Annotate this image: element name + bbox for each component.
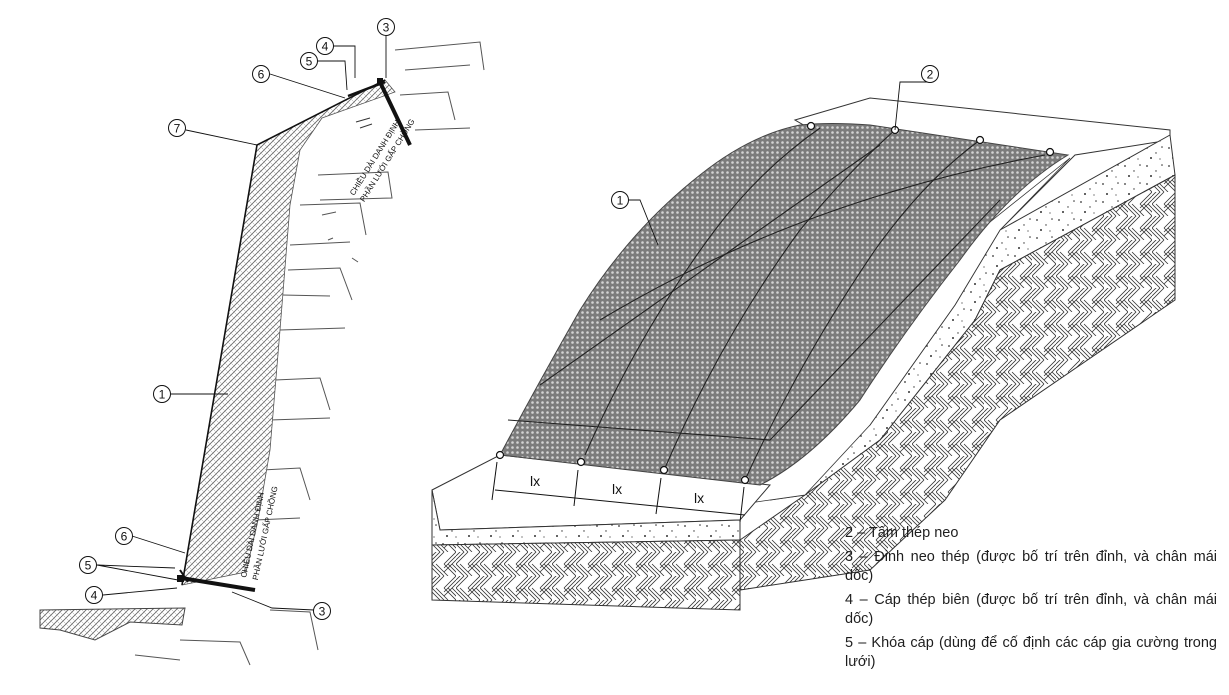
top-anchor xyxy=(347,78,412,146)
leader-2 xyxy=(894,81,930,131)
callout-5-bottom: 5 xyxy=(79,556,97,574)
spacing-dimension xyxy=(491,461,746,523)
mesh-net xyxy=(499,123,1070,486)
overlap-label-top: CHIỀU DÀI DANH ĐỊNH PHẦN LƯỚI GẤP CHỒNG xyxy=(347,117,416,204)
svg-text:6: 6 xyxy=(121,530,128,544)
callout-6-top: 6 xyxy=(252,65,270,83)
svg-text:5: 5 xyxy=(306,55,313,69)
callout-1-left: 1 xyxy=(153,385,171,403)
ground-slab-dots xyxy=(431,489,741,546)
spacing-label-2: lx xyxy=(612,481,622,497)
right-slope-figure: lx lx lx 2 1 xyxy=(431,65,1176,611)
svg-text:1: 1 xyxy=(159,388,166,402)
svg-text:4: 4 xyxy=(91,589,98,603)
callout-3-top: 3 xyxy=(377,18,395,36)
ground-base xyxy=(39,607,186,641)
callout-4-top: 4 xyxy=(316,37,334,55)
svg-text:3: 3 xyxy=(319,605,326,619)
callout-2: 2 xyxy=(921,65,939,83)
svg-text:5: 5 xyxy=(85,559,92,573)
svg-text:1: 1 xyxy=(617,194,624,208)
leader-1-right xyxy=(629,199,659,246)
rock-face xyxy=(134,41,485,666)
svg-text:3: 3 xyxy=(383,21,390,35)
spacing-label-1: lx xyxy=(530,473,540,489)
left-leaders xyxy=(96,36,387,611)
block-side-parquet xyxy=(739,174,1176,591)
ground-slab-parquet xyxy=(431,539,741,611)
callout-5-top: 5 xyxy=(300,52,318,70)
legend-item-2: 2 – Tấm thép neo xyxy=(845,525,959,541)
callout-6-bottom: 6 xyxy=(115,527,133,545)
left-slope-figure: 3 4 5 6 7 1 6 5 4 3 CHIỀU DÀI DANH ĐỊNH … xyxy=(39,18,485,666)
spacing-label-3: lx xyxy=(694,490,704,506)
svg-text:4: 4 xyxy=(322,40,329,54)
mesh-cables xyxy=(507,127,1046,481)
legend: 2 – Tấm thép neo 3 – Đinh neo thép (được… xyxy=(845,524,1217,677)
callout-1-right: 1 xyxy=(611,191,629,209)
anchor-points xyxy=(495,121,1055,485)
slope-body xyxy=(181,79,396,586)
legend-item-4: 4 – Cáp thép biên (được bố trí trên đỉnh… xyxy=(845,591,1217,628)
bottom-anchor xyxy=(177,569,256,592)
svg-text:6: 6 xyxy=(258,68,265,82)
svg-text:2: 2 xyxy=(927,68,934,82)
callout-3-bottom: 3 xyxy=(313,602,331,620)
svg-text:7: 7 xyxy=(174,122,181,136)
callout-4-bottom: 4 xyxy=(85,586,103,604)
legend-item-3: 3 – Đinh neo thép (được bố trí trên đỉnh… xyxy=(845,548,1217,585)
legend-item-5: 5 – Khóa cáp (dùng để cố định các cáp gi… xyxy=(845,634,1217,671)
callout-7: 7 xyxy=(168,119,186,137)
